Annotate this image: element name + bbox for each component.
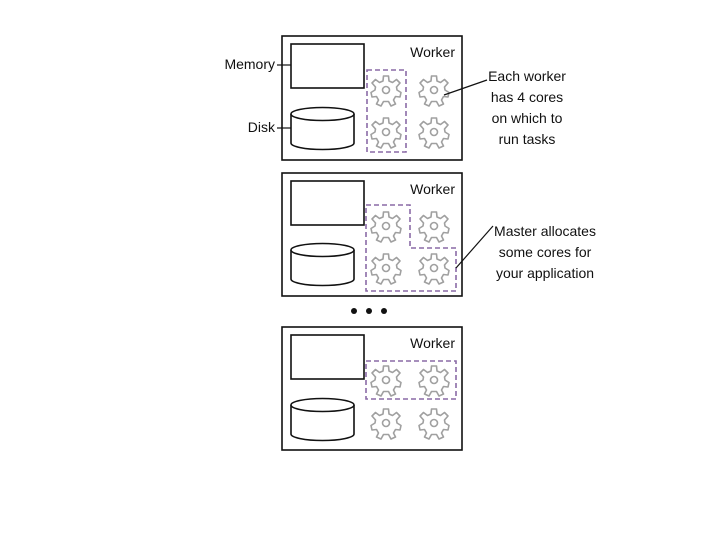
- disk-cylinder-3: [290, 397, 355, 442]
- disk-cylinder-1: [290, 106, 355, 151]
- svg-text:has 4 cores: has 4 cores: [491, 89, 563, 105]
- worker-box-3: Worker: [281, 326, 463, 451]
- memory-block-3: [290, 334, 365, 380]
- worker-label-1: Worker: [410, 44, 455, 60]
- ellipsis-dots: [351, 308, 387, 314]
- allocation-annotation: Master allocates some cores for your app…: [455, 223, 596, 281]
- svg-text:run tasks: run tasks: [499, 131, 556, 147]
- svg-text:on which to: on which to: [492, 110, 563, 126]
- disk-cylinder-2: [290, 242, 355, 287]
- memory-label: Memory: [224, 56, 275, 72]
- allocated-cores-1: [366, 69, 407, 153]
- worker-box-1: Worker: [281, 35, 463, 161]
- cores-pointer-line: [443, 79, 488, 96]
- svg-text:some cores for: some cores for: [499, 244, 592, 260]
- gear-icon: [418, 75, 450, 107]
- allocation-pointer-line: [455, 225, 494, 269]
- gear-icon: [418, 253, 450, 285]
- gear-icon: [418, 408, 450, 440]
- gear-icon: [370, 408, 402, 440]
- memory-block-2: [290, 180, 365, 226]
- gear-icon: [418, 211, 450, 243]
- worker-label-2: Worker: [410, 181, 455, 197]
- allocated-cores-2: [365, 204, 457, 292]
- allocated-cores-3: [365, 360, 457, 400]
- gear-icon: [370, 75, 402, 107]
- disk-label: Disk: [248, 119, 276, 135]
- cores-annotation: Each worker has 4 cores on which to run …: [443, 68, 566, 147]
- worker-box-2: Worker: [281, 172, 463, 297]
- gear-icon: [370, 365, 402, 397]
- svg-text:Master allocates: Master allocates: [494, 223, 596, 239]
- svg-text:Each worker: Each worker: [488, 68, 566, 84]
- gear-icon: [370, 211, 402, 243]
- gear-icon: [370, 253, 402, 285]
- gear-icon: [418, 365, 450, 397]
- memory-block-1: [290, 43, 365, 89]
- svg-text:your application: your application: [496, 265, 594, 281]
- gear-icon: [418, 117, 450, 149]
- gear-icon: [370, 117, 402, 149]
- worker-label-3: Worker: [410, 335, 455, 351]
